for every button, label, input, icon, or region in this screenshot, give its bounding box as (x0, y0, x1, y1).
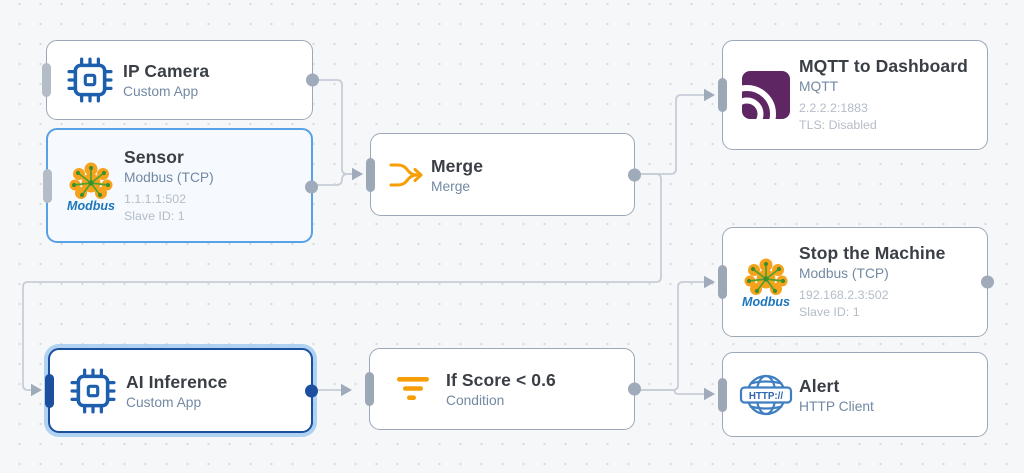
node-subtitle: Custom App (123, 84, 199, 99)
output-handle[interactable] (305, 180, 318, 194)
node-subtitle: Modbus (TCP) (799, 266, 889, 282)
output-handle[interactable] (305, 384, 318, 397)
node-detail-address: 2.2.2.2:1883 (799, 101, 868, 116)
input-handle[interactable] (366, 157, 375, 192)
node-title: Stop the Machine (799, 243, 946, 264)
input-handle[interactable] (43, 168, 52, 203)
node-subtitle: Custom App (126, 394, 202, 410)
node-sensor[interactable]: Modbus Sensor Modbus (TCP) 1.1.1.1:502 S… (43, 128, 318, 243)
node-title: Merge (431, 155, 484, 176)
edge-merge-aiinference[interactable] (22, 173, 662, 391)
node-subtitle: Modbus (TCP) (124, 169, 214, 185)
node-title: Sensor (124, 146, 184, 167)
input-handle[interactable] (45, 373, 54, 408)
node-detail-slave-id: Slave ID: 1 (799, 305, 860, 319)
node-if-score[interactable]: If Score < 0.6 Condition (365, 348, 641, 430)
modbus-label: Modbus (67, 199, 115, 213)
arrowhead-icon (341, 383, 352, 397)
input-handle[interactable] (718, 265, 727, 299)
node-detail-address: 1.1.1.1:502 (124, 191, 187, 206)
input-handle[interactable] (42, 63, 51, 97)
node-detail-tls: TLS: Disabled (799, 118, 877, 132)
http-badge-label: HTTP:// (749, 390, 784, 401)
node-ip-camera[interactable]: IP Camera Custom App (42, 40, 319, 120)
node-title: If Score < 0.6 (446, 370, 556, 390)
node-title: IP Camera (123, 61, 210, 81)
node-subtitle: HTTP Client (799, 398, 874, 414)
node-title: Alert (799, 375, 840, 396)
edge-ipcamera-merge[interactable] (313, 79, 352, 175)
arrowhead-icon (352, 167, 363, 181)
arrowhead-icon (704, 275, 715, 289)
node-subtitle: Merge (431, 178, 471, 194)
edge-ifscore-alert[interactable] (635, 389, 704, 395)
node-subtitle: MQTT (799, 79, 839, 95)
edge-sensor-merge[interactable] (313, 173, 352, 186)
arrowhead-icon (704, 88, 715, 102)
output-handle[interactable] (306, 73, 319, 87)
node-title: AI Inference (126, 371, 228, 392)
edge-ifscore-stopmachine[interactable] (635, 281, 704, 391)
output-handle[interactable] (628, 168, 641, 181)
output-handle[interactable] (628, 382, 641, 396)
input-handle[interactable] (365, 372, 374, 406)
node-subtitle: Condition (446, 393, 505, 408)
chip-icon (59, 57, 121, 103)
input-handle[interactable] (718, 78, 727, 112)
merge-icon (385, 160, 429, 190)
modbus-icon: Modbus (60, 159, 122, 213)
output-handle[interactable] (981, 275, 994, 289)
node-detail-address: 192.168.2.3:502 (799, 288, 889, 303)
node-merge[interactable]: Merge Merge (366, 133, 641, 216)
edge-merge-mqtt[interactable] (635, 94, 704, 175)
mqtt-icon (735, 71, 797, 119)
node-detail-slave-id: Slave ID: 1 (124, 208, 185, 223)
arrowhead-icon (704, 387, 715, 401)
modbus-label: Modbus (742, 295, 790, 309)
filter-icon (382, 376, 444, 402)
node-mqtt-to-dashboard[interactable]: MQTT to Dashboard MQTT 2.2.2.2:1883 TLS:… (718, 40, 988, 150)
globe-http-icon: HTTP:// (735, 372, 797, 418)
node-title: MQTT to Dashboard (799, 56, 968, 77)
chip-icon (62, 367, 124, 414)
node-stop-the-machine[interactable]: Modbus Stop the Machine Modbus (TCP) 192… (718, 227, 994, 337)
input-handle[interactable] (718, 377, 727, 412)
node-ai-inference[interactable]: AI Inference Custom App (45, 348, 318, 433)
modbus-icon: Modbus (735, 255, 797, 309)
node-alert[interactable]: HTTP:// Alert HTTP Client (718, 352, 988, 437)
arrowhead-icon (31, 383, 42, 397)
